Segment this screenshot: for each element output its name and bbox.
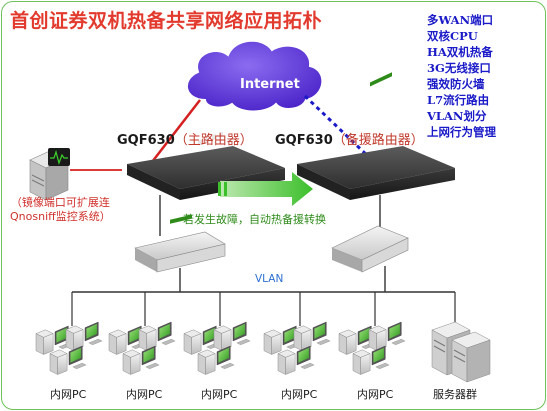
feature-list: 多WAN端口 双核CPU HA双机热备 3G无线接口 强效防火墙 L7流行路由 … <box>427 12 496 140</box>
client-pc-label: 内网PC <box>126 388 163 401</box>
pc-icon <box>49 345 87 375</box>
server-group-icon <box>431 321 491 383</box>
pc-cluster-icon <box>108 321 176 375</box>
pc-icon <box>263 325 301 355</box>
backup-router-icon <box>297 146 455 200</box>
backup-router-label: GQF630（备援路由器） <box>275 129 424 148</box>
pc-icon <box>183 325 221 355</box>
diagram-title: 首创证券双机热备共享网络应用拓朴 <box>10 10 323 32</box>
right-switch-icon <box>331 72 409 273</box>
pc-icon <box>138 321 176 351</box>
client-pc-label: 内网PC <box>201 388 238 401</box>
pc-cluster-icon <box>263 321 331 375</box>
monitor-server-icon <box>29 148 70 201</box>
main-router-role: （主路由器） <box>174 133 253 148</box>
left-switch-icon <box>134 214 226 273</box>
backup-router-model: GQF630 <box>275 133 333 148</box>
feature-item: HA双机热备 <box>427 45 493 59</box>
vlan-label: VLAN <box>255 273 284 285</box>
pc-icon <box>277 345 315 375</box>
pc-icon <box>352 345 390 375</box>
internet-cloud-icon <box>186 39 324 113</box>
pc-icon <box>108 325 146 355</box>
feature-item: VLAN划分 <box>427 109 487 123</box>
client-pc-label: 内网PC <box>357 388 394 401</box>
pc-cluster-icon <box>35 321 103 375</box>
pc-icon <box>368 321 406 351</box>
client-pc-label: 内网PC <box>281 388 318 401</box>
pc-icon <box>338 325 376 355</box>
pc-icon <box>197 345 235 375</box>
feature-item: 3G无线接口 <box>427 61 491 75</box>
feature-item: 多WAN端口 <box>427 13 494 27</box>
mirror-port-note: （镜像端口可扩展连 Qnosniff监控系统） <box>10 196 111 224</box>
pc-icon <box>35 325 73 355</box>
failover-note: 若发生故障，自动热备援转换 <box>183 213 326 226</box>
feature-item: 上网行为管理 <box>427 125 496 139</box>
pc-icon <box>65 321 103 351</box>
feature-item: 双核CPU <box>427 29 478 43</box>
feature-item: 强效防火墙 <box>427 77 485 91</box>
main-router-label: GQF630（主路由器） <box>117 129 253 148</box>
pc-icon <box>293 321 331 351</box>
failover-arrow-icon <box>218 172 313 206</box>
internet-label: Internet <box>240 77 300 92</box>
backup-router-role: （备援路由器） <box>332 133 424 148</box>
server-group-label: 服务器群 <box>433 388 477 401</box>
pc-icon <box>213 321 251 351</box>
main-router-model: GQF630 <box>117 133 175 148</box>
pc-icon <box>122 345 160 375</box>
internet-main-link <box>151 99 201 163</box>
feature-item: L7流行路由 <box>427 93 490 107</box>
mirror-note-line: （镜像端口可扩展连 <box>10 196 110 209</box>
mirror-note-line: Qnosniff监控系统） <box>10 210 111 223</box>
pc-cluster-icon <box>338 321 406 375</box>
client-pc-label: 内网PC <box>50 388 87 401</box>
internet-backup-link <box>303 94 374 162</box>
pc-cluster-icon <box>183 321 251 375</box>
